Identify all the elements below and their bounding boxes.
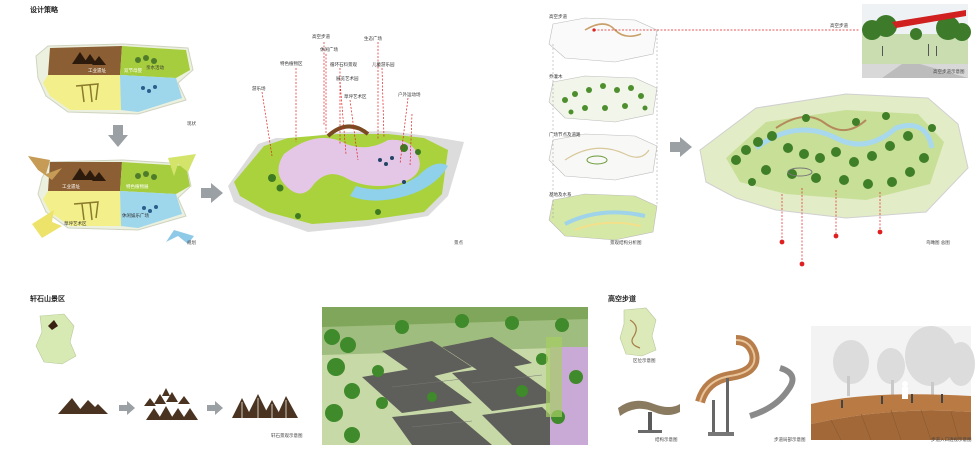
zoning-plan-diagram: 工业遗址 特色植物展 草坪艺术区 休闲娱乐广场 bbox=[28, 154, 196, 244]
skywalk-title: 高空步道 bbox=[608, 296, 636, 303]
arrow-right-icon bbox=[207, 401, 223, 415]
arrow-right-icon bbox=[201, 183, 223, 203]
layer-label-plaza: 广场节点及道路 bbox=[549, 131, 581, 138]
plan-spot-3: 休闲广场 bbox=[320, 46, 338, 53]
zoning-current-diagram: 工业遗址 双节母婴 亲水活动 bbox=[35, 43, 194, 115]
skywalk-entrance-render bbox=[811, 326, 975, 441]
rock-stage-3 bbox=[232, 394, 298, 418]
skywalk-entrance-caption: 步道入口透视示意图 bbox=[931, 437, 972, 442]
master-plan-diagram: 高空步道 特色植物区 休闲广场 循环石料景观 游乐场 展览艺术园 生态广场 草坪… bbox=[228, 33, 464, 232]
layer-label-skywalk: 高空步道 bbox=[549, 13, 567, 20]
skywalk-detail-caption: 步道局部示意图 bbox=[774, 437, 806, 442]
layer-plazas bbox=[548, 133, 658, 181]
skywalk-location-caption: 区位示意图 bbox=[633, 358, 656, 363]
rock-render bbox=[322, 307, 588, 445]
plan-spot-9: 儿童游乐园 bbox=[372, 61, 395, 68]
skywalk-photo-caption: 高空步道示意图 bbox=[933, 69, 965, 74]
skywalk-structure-caption: 结构示意图 bbox=[655, 437, 678, 442]
skywalk-photo bbox=[862, 4, 971, 78]
aerial-caption: 鸟瞰图 总图 bbox=[926, 240, 950, 245]
arrow-right-icon bbox=[670, 137, 692, 157]
plan-label-lawn: 草坪艺术区 bbox=[64, 220, 87, 227]
layer-analysis-stack: 高空步道 乔灌木 广场节点及道路 基地及水系 bbox=[548, 13, 658, 241]
zoning-label-industrial: 工业遗址 bbox=[88, 67, 106, 74]
design-concept-title: 设计策略 bbox=[30, 7, 58, 14]
arrow-right-icon bbox=[119, 401, 135, 415]
layer-site-water bbox=[548, 193, 658, 241]
rock-stage-2 bbox=[144, 388, 198, 420]
layer-skywalk bbox=[548, 17, 658, 63]
zoning-label-water: 亲水活动 bbox=[146, 64, 164, 71]
plan-spot-6: 展览艺术园 bbox=[336, 75, 359, 82]
aerial-view bbox=[699, 93, 969, 267]
rock-area-title: 轩石山景区 bbox=[30, 296, 65, 303]
layer-trees bbox=[548, 75, 658, 123]
layer-label-site: 基地及水系 bbox=[549, 191, 572, 198]
zoning-plan-caption: 规划 bbox=[187, 240, 196, 245]
plan-spot-2: 特色植物区 bbox=[280, 60, 303, 67]
plan-label-plaza: 休闲娱乐广场 bbox=[122, 212, 149, 219]
skywalk-leader-label: 高空步道 bbox=[830, 22, 848, 29]
plan-label-industrial: 工业遗址 bbox=[62, 183, 80, 190]
plan-label-plants: 特色植物展 bbox=[126, 183, 149, 190]
rock-caption: 轩石景观示意图 bbox=[271, 433, 303, 438]
layer-analysis-caption: 景观结构分析图 bbox=[610, 240, 642, 245]
skywalk-leader-line: 高空步道 bbox=[592, 22, 860, 32]
zoning-label-wetland: 双节母婴 bbox=[124, 68, 142, 74]
rock-location-map bbox=[35, 313, 77, 365]
layer-label-trees: 乔灌木 bbox=[549, 73, 563, 80]
plan-spot-10: 户外运动场 bbox=[398, 91, 421, 98]
plan-spot-7: 生态广场 bbox=[364, 35, 382, 42]
master-plan-caption: 景点 bbox=[454, 240, 463, 245]
skywalk-structure-sketch bbox=[618, 400, 680, 433]
plan-spot-1: 高空步道 bbox=[312, 33, 330, 40]
rock-stage-1 bbox=[58, 398, 108, 414]
plan-spot-8: 草坪艺术区 bbox=[344, 93, 367, 100]
zoning-current-caption: 现状 bbox=[187, 121, 196, 126]
arrow-down-icon bbox=[108, 125, 128, 147]
skywalk-location-map bbox=[619, 307, 657, 357]
plan-spot-4: 循环石料景观 bbox=[330, 61, 357, 68]
plan-spot-5: 游乐场 bbox=[252, 85, 266, 92]
skywalk-spiral-section bbox=[695, 335, 796, 436]
